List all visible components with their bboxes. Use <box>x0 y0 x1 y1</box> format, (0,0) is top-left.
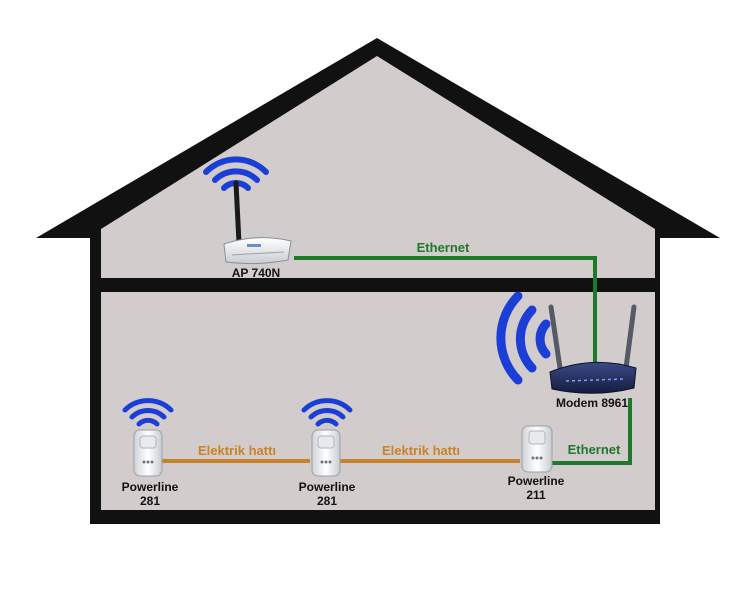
ethernet-label-bottom: Ethernet <box>568 442 621 457</box>
ethernet-cable-top <box>294 256 597 365</box>
electric-label-left: Elektrik hattı <box>198 443 276 458</box>
wifi-signal-icon <box>122 398 174 427</box>
ethernet-label-top: Ethernet <box>417 240 470 255</box>
powerline-left-label-line1: Powerline <box>122 480 179 494</box>
wifi-signal-icon <box>301 398 353 427</box>
powerline-adapter-icon <box>133 429 163 477</box>
ground-slab <box>90 510 660 524</box>
house-interior-bottom <box>101 292 655 510</box>
router-icon <box>223 180 292 265</box>
ethernet-cable-bottom <box>552 398 632 465</box>
powerline-left-label-line2: 281 <box>140 494 160 508</box>
powerline-right-label-line2: 211 <box>526 488 546 502</box>
powerline-right-label-line1: Powerline <box>508 474 565 488</box>
powerline-adapter-icon <box>311 429 341 477</box>
powerline-adapter-icon <box>521 425 553 473</box>
ap-label: AP 740N <box>232 266 280 280</box>
powerline-mid-label-line1: Powerline <box>299 480 356 494</box>
wifi-signal-icon <box>496 291 551 385</box>
powerline-mid-label-line2: 281 <box>317 494 337 508</box>
modem-icon <box>548 304 637 394</box>
modem-label: Modem 8961 <box>556 396 628 410</box>
electric-label-right: Elektrik hattı <box>382 443 460 458</box>
floor-slab <box>90 278 660 292</box>
